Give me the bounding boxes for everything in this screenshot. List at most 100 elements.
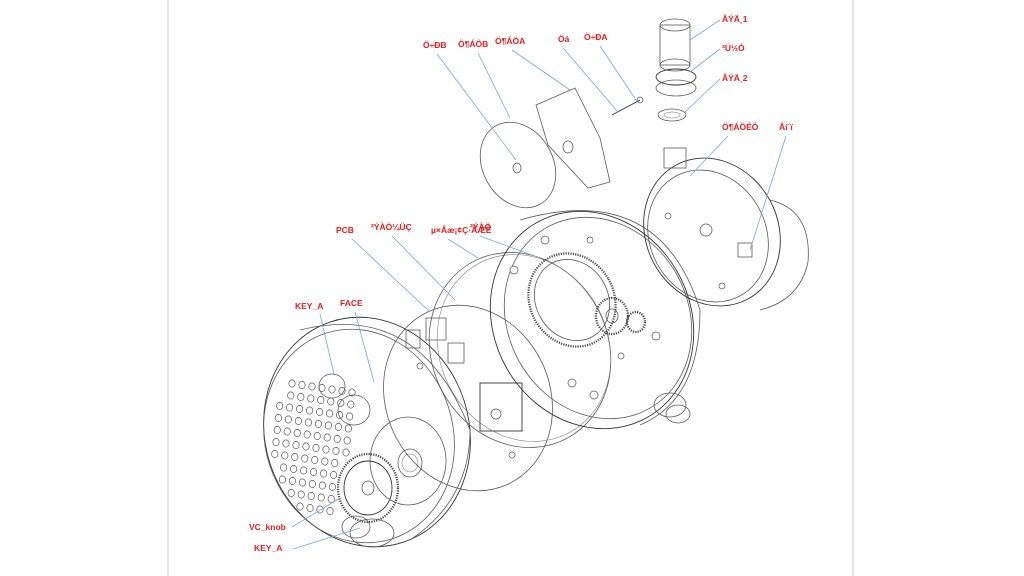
callout-label-plate-b: Ö¶ÁÖB — [458, 39, 488, 49]
grille-hole — [290, 465, 298, 473]
grille-hole — [298, 381, 306, 389]
leader-line-gasket — [689, 48, 721, 73]
leader-line-face — [354, 311, 375, 383]
grille-hole — [330, 471, 338, 479]
leader-lines — [291, 19, 787, 550]
leader-line-sensor — [749, 135, 787, 251]
grille-hole — [307, 492, 315, 500]
pcb-plate-part — [383, 304, 553, 492]
grille-hole — [272, 438, 280, 446]
callout-label-screw-b: Ö÷ÐB — [423, 40, 447, 50]
grille-hole — [296, 405, 304, 413]
grille-hole — [293, 429, 301, 437]
grille-hole — [291, 453, 299, 461]
grille-hole — [310, 468, 318, 476]
callout-label-nut-2: ÂÝÄ¸2 — [722, 72, 748, 83]
leader-line-vc-knob — [291, 497, 341, 528]
sheet-frame — [167, 0, 854, 576]
grille-hole — [318, 481, 326, 490]
grille-hole — [282, 439, 290, 448]
grille-hole — [304, 418, 312, 427]
volume-knob — [336, 452, 400, 524]
grille-hole — [313, 432, 321, 440]
leader-line-key-a-top — [319, 313, 335, 375]
grille-hole — [306, 504, 314, 512]
callout-label-key-a-top: KEY_A — [295, 301, 323, 311]
grille-hole — [296, 502, 304, 511]
grille-hole — [308, 480, 316, 488]
leader-line-screw-a — [599, 45, 637, 101]
grille-hole — [328, 483, 336, 491]
callout-label-gasket: ³Ü½Ó — [722, 42, 745, 53]
leader-line-gear-shell — [447, 238, 479, 259]
leader-line-shaft — [562, 47, 619, 113]
grille-hole — [332, 447, 340, 455]
callout-label-pcb-holder: ²ÝÀÖ¼ÜÇ — [371, 221, 412, 232]
grille-hole — [336, 411, 344, 419]
callout-label-shaft: Öá — [558, 34, 570, 44]
grille-hole — [321, 457, 329, 466]
grille-hole — [327, 495, 335, 503]
grille-hole — [320, 469, 328, 478]
grille-hole — [326, 409, 334, 418]
grille-hole — [334, 423, 342, 431]
grille-hole — [326, 507, 334, 515]
grille-hole — [322, 445, 330, 454]
grille-hole — [344, 424, 352, 433]
grille-hole — [343, 436, 351, 445]
grille-hole — [331, 459, 339, 467]
callout-label-face: FACE — [340, 298, 363, 308]
callout-label-vc-knob: VC_knob — [249, 522, 286, 532]
grille-hole — [346, 412, 354, 421]
leader-line-pcb — [351, 238, 431, 313]
grille-hole — [302, 442, 310, 451]
leader-line-plate-a — [511, 49, 571, 91]
gear-housing-part — [489, 210, 701, 430]
grille-hole — [294, 417, 302, 425]
callout-label-screw-a: Ö÷ÐA — [584, 32, 608, 42]
callout-label-gear-shell: µ×Âæ¡¢Ç·ÃÆÈ — [431, 224, 492, 235]
callout-label-pcb: PCB — [336, 225, 354, 235]
grille-hole — [283, 427, 291, 436]
leader-line-shell-rear — [689, 135, 729, 177]
grille-hole — [303, 430, 311, 439]
grille-hole — [298, 478, 306, 487]
nut-stack-part — [655, 18, 697, 122]
speaker-ring — [369, 416, 447, 506]
grille-hole — [308, 382, 316, 391]
grille-hole — [312, 444, 320, 452]
grille-hole — [328, 385, 336, 394]
rear-shell-part — [643, 147, 809, 311]
callout-label-shell-rear: Ö¶ÁÖÉÓ — [722, 121, 759, 132]
grille-hole — [314, 420, 322, 428]
grille-hole — [297, 490, 305, 499]
leader-line-nut-2 — [684, 78, 721, 113]
grille-hole — [280, 463, 288, 472]
grille-hole — [311, 456, 319, 464]
grille-hole — [324, 421, 332, 430]
leader-line-pcb-holder — [391, 235, 456, 301]
grille-hole — [274, 414, 282, 422]
grille-hole — [288, 477, 296, 485]
grille-hole — [316, 408, 324, 416]
grille-hole — [281, 451, 289, 460]
grille-hole — [307, 394, 315, 403]
grille-hole — [323, 433, 331, 442]
callout-label-gear-label: ²ÝÀÖ — [470, 221, 492, 232]
shaft-part — [611, 96, 644, 116]
grille-hole — [300, 466, 308, 475]
grille-hole — [338, 387, 346, 395]
grille-hole — [301, 454, 309, 463]
grille-hole — [347, 400, 355, 409]
grille-hole — [286, 403, 294, 412]
grille-hole — [327, 397, 335, 406]
pcb-holder-ring — [428, 252, 612, 448]
grille-hole — [306, 406, 314, 415]
leader-line-plate-b — [477, 52, 511, 119]
grille-hole — [292, 441, 300, 449]
grille-hole — [297, 393, 305, 401]
grille-hole — [276, 402, 284, 410]
grille-hole — [316, 505, 324, 514]
